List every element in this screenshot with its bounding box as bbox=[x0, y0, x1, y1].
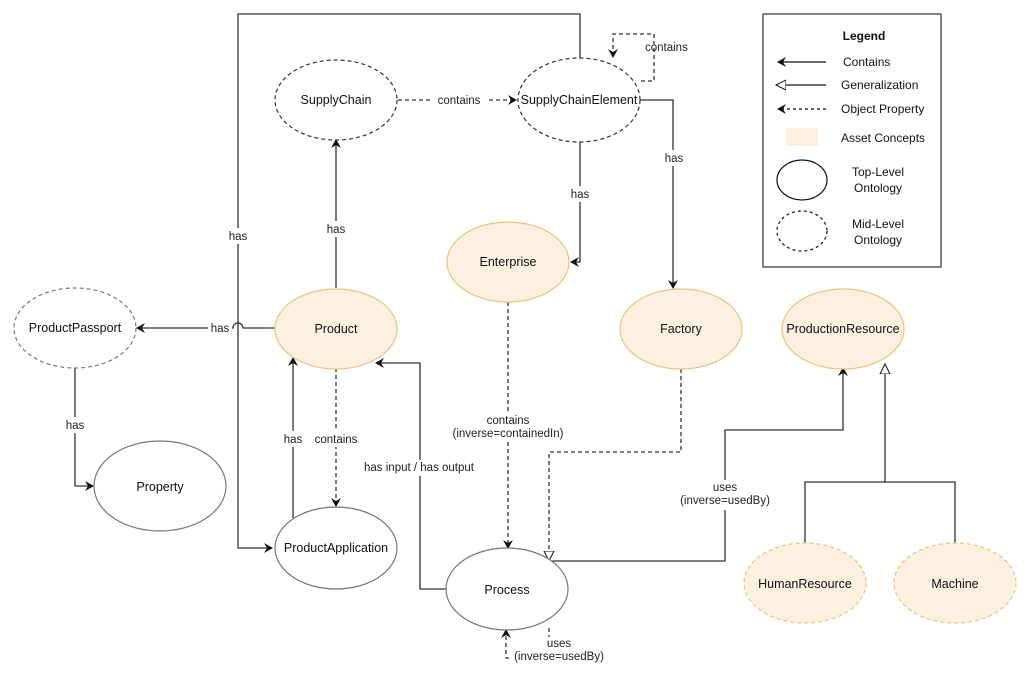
node-supplychain-label: SupplyChain bbox=[301, 93, 372, 107]
legend-mid-level-label-1: Mid-Level bbox=[852, 217, 904, 231]
label-product-contains-application: contains bbox=[315, 434, 358, 446]
legend-contains-label: Contains bbox=[843, 55, 890, 69]
edge-sce-has-enterprise bbox=[570, 142, 581, 267]
legend-mid-level-ellipse-icon bbox=[776, 210, 828, 252]
legend-top-level-label-1: Top-Level bbox=[852, 165, 904, 179]
node-supplychain[interactable]: SupplyChain bbox=[274, 59, 398, 141]
node-factory[interactable]: Factory bbox=[619, 288, 743, 370]
legend-top-level-ellipse-icon bbox=[776, 159, 828, 201]
edge-machine-generalization bbox=[885, 481, 956, 543]
nodes: SupplyChain SupplyChainElement ProductPa… bbox=[13, 57, 1017, 631]
node-productionresource-label: ProductionResource bbox=[786, 322, 899, 336]
edge-labels: contains contains has has has has has ha… bbox=[63, 42, 772, 663]
label-sc-contains-sce: contains bbox=[438, 95, 481, 107]
node-humanresource[interactable]: HumanResource bbox=[743, 542, 867, 624]
label-process-self-uses-2: (inverse=usedBy) bbox=[514, 651, 604, 663]
node-productpassport-label: ProductPassport bbox=[29, 321, 122, 335]
node-property[interactable]: Property bbox=[93, 440, 227, 532]
label-sce-has-enterprise: has bbox=[571, 189, 590, 201]
edge-passport-has-property bbox=[74, 367, 94, 491]
edge-product-has-passport bbox=[136, 322, 275, 333]
legend-top-level-label-2: Ontology bbox=[854, 181, 902, 195]
node-supplychainelement[interactable]: SupplyChainElement bbox=[517, 57, 641, 143]
label-sce-has-factory: has bbox=[665, 153, 684, 165]
label-enterprise-contains-process-1: contains bbox=[487, 415, 530, 427]
node-process[interactable]: Process bbox=[445, 547, 569, 631]
edge-sce-self-contains bbox=[608, 33, 655, 82]
node-productapplication[interactable]: ProductApplication bbox=[274, 506, 398, 590]
edge-humanresource-generalization bbox=[804, 481, 885, 543]
node-machine-label: Machine bbox=[931, 577, 978, 591]
legend-title: Legend bbox=[843, 29, 886, 43]
legend-asset-label: Asset Concepts bbox=[841, 131, 925, 145]
node-process-label: Process bbox=[484, 583, 529, 597]
label-process-io-product: has input / has output bbox=[364, 462, 475, 474]
node-supplychainelement-label: SupplyChainElement bbox=[521, 93, 638, 107]
node-productionresource[interactable]: ProductionResource bbox=[781, 288, 905, 370]
node-product-label: Product bbox=[314, 322, 358, 336]
node-enterprise[interactable]: Enterprise bbox=[446, 221, 570, 303]
node-product[interactable]: Product bbox=[274, 288, 398, 370]
label-passport-has-property: has bbox=[66, 420, 85, 432]
label-process-uses-resource-2: (inverse=usedBy) bbox=[680, 495, 770, 507]
edge-sce-has-productapplication bbox=[237, 13, 581, 553]
edge-sce-has-factory bbox=[640, 99, 678, 289]
label-enterprise-contains-process-2: (inverse=containedIn) bbox=[453, 428, 564, 440]
legend-generalization-label: Generalization bbox=[841, 78, 918, 92]
label-process-self-uses-1: uses bbox=[547, 638, 572, 650]
label-sce-self-contains: contains bbox=[645, 42, 688, 54]
label-product-has-supplychain: has bbox=[327, 224, 346, 236]
node-factory-label: Factory bbox=[660, 322, 702, 336]
node-productapplication-label: ProductApplication bbox=[284, 541, 388, 555]
label-process-uses-resource-1: uses bbox=[713, 482, 738, 494]
edge-process-uses-resource bbox=[549, 367, 848, 562]
label-has-left-long: has bbox=[229, 231, 248, 243]
label-application-has-product: has bbox=[284, 434, 303, 446]
legend-asset-swatch-icon bbox=[786, 128, 818, 146]
legend-mid-level-label-2: Ontology bbox=[854, 233, 902, 247]
node-property-label: Property bbox=[136, 480, 184, 494]
edge-factory-process bbox=[549, 369, 682, 561]
node-enterprise-label: Enterprise bbox=[480, 255, 537, 269]
node-productpassport[interactable]: ProductPassport bbox=[13, 287, 137, 369]
label-product-has-passport: has bbox=[211, 323, 230, 335]
legend: Legend Contains Generalization Object Pr… bbox=[762, 13, 942, 268]
legend-object-property-label: Object Property bbox=[841, 102, 924, 116]
node-humanresource-label: HumanResource bbox=[758, 577, 852, 591]
node-machine[interactable]: Machine bbox=[893, 542, 1017, 624]
